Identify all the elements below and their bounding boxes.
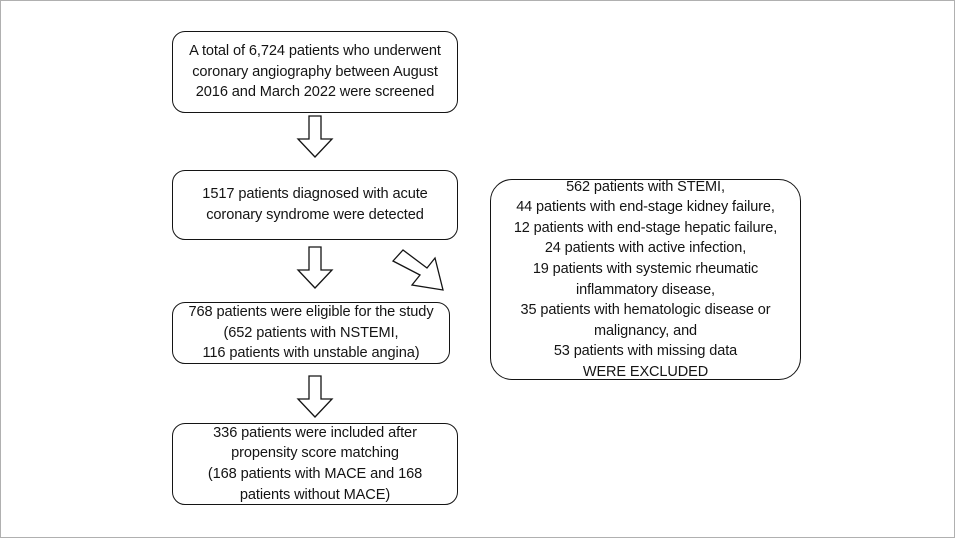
propensity-matched-box-text: 336 patients were included after propens… xyxy=(207,424,423,503)
screened-box-text: A total of 6,724 patients who underwent … xyxy=(189,42,441,101)
acute-coronary-syndrome-box-text: 1517 patients diagnosed with acute coron… xyxy=(202,186,428,223)
excluded-box: 562 patients with STEMI, 44 patients wit… xyxy=(490,179,801,380)
propensity-matched-box: 336 patients were included after propens… xyxy=(172,423,458,505)
screened-box: A total of 6,724 patients who underwent … xyxy=(172,31,458,113)
excluded-box-text: 562 patients with STEMI, 44 patients wit… xyxy=(513,178,778,380)
acute-coronary-syndrome-box: 1517 patients diagnosed with acute coron… xyxy=(172,170,458,240)
down-arrow-acs-to-eligible xyxy=(296,246,334,289)
diagonal-arrow-to-excluded xyxy=(391,249,444,291)
eligible-box-text: 768 patients were eligible for the study… xyxy=(188,303,434,362)
down-arrow-eligible-to-matched xyxy=(296,375,334,418)
eligible-box: 768 patients were eligible for the study… xyxy=(172,302,450,364)
down-arrow-screened-to-acs xyxy=(296,115,334,158)
